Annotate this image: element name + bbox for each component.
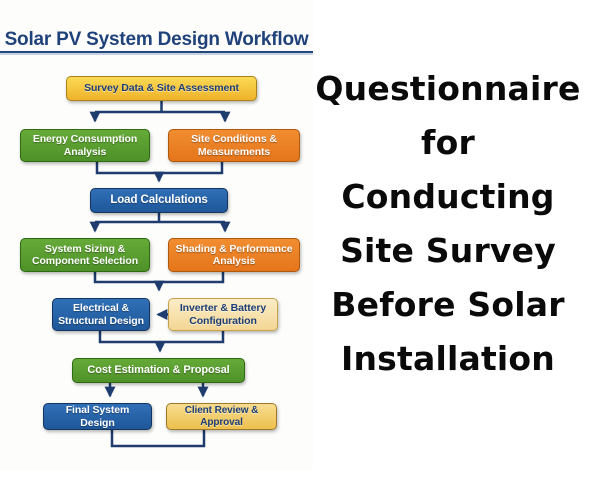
node-cost-estimation-proposal: Cost Estimation & Proposal bbox=[72, 358, 245, 383]
headline-line: Conducting bbox=[341, 177, 555, 216]
node-label: Survey Data & Site Assessment bbox=[84, 82, 239, 95]
node-label: Client Review & Approval bbox=[184, 404, 259, 428]
node-shading-performance-analysis: Shading & Performance Analysis bbox=[168, 238, 300, 272]
node-survey-data-site-assessment: Survey Data & Site Assessment bbox=[66, 76, 257, 101]
node-inverter-battery-configuration: Inverter & Battery Configuration bbox=[168, 298, 278, 331]
diagram-title: Solar PV System Design Workflow bbox=[4, 29, 309, 50]
node-label: Energy Consumption Analysis bbox=[32, 133, 138, 158]
headline: Questionnaire for Conducting Site Survey… bbox=[299, 62, 597, 386]
node-label: Final System Design bbox=[65, 404, 130, 429]
node-label: Site Conditions & Measurements bbox=[191, 133, 277, 158]
node-system-sizing-component-selection: System Sizing & Component Selection bbox=[20, 238, 150, 272]
headline-line: Questionnaire bbox=[315, 69, 581, 108]
title-underline bbox=[0, 51, 313, 53]
node-label: System Sizing & Component Selection bbox=[31, 242, 139, 267]
headline-line: Before Solar bbox=[331, 285, 565, 324]
node-label: Inverter & Battery Configuration bbox=[179, 302, 267, 327]
node-label: Load Calculations bbox=[110, 193, 208, 206]
node-load-calculations: Load Calculations bbox=[90, 188, 228, 213]
headline-line: Site Survey bbox=[340, 231, 556, 270]
node-client-review-approval: Client Review & Approval bbox=[166, 403, 277, 430]
node-final-system-design: Final System Design bbox=[43, 403, 152, 430]
node-site-conditions-measurements: Site Conditions & Measurements bbox=[168, 129, 300, 162]
headline-line: Installation bbox=[341, 339, 555, 378]
node-energy-consumption-analysis: Energy Consumption Analysis bbox=[20, 129, 150, 162]
node-label: Shading & Performance Analysis bbox=[175, 242, 293, 267]
node-label: Electrical & Structural Design bbox=[58, 302, 144, 327]
flowchart-connectors bbox=[89, 101, 231, 448]
headline-line: for bbox=[421, 123, 475, 162]
node-label: Cost Estimation & Proposal bbox=[87, 364, 230, 377]
workflow-diagram-panel: Solar PV System Design Workflow bbox=[0, 0, 313, 470]
node-electrical-structural-design: Electrical & Structural Design bbox=[52, 298, 150, 331]
